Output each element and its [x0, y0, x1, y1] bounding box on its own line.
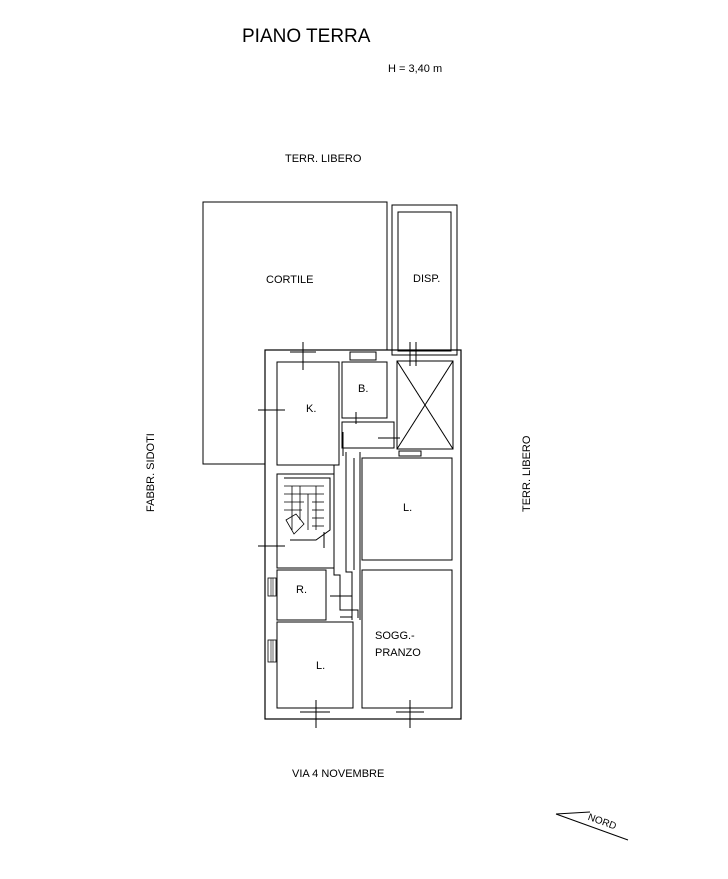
north-arrow-icon	[555, 811, 629, 841]
room-label-l-upper: L.	[403, 502, 413, 514]
courtyard-outline	[202, 201, 388, 465]
label-left-side: FABBR. SIDOTI	[145, 433, 157, 512]
room-label-disp: DISP.	[413, 273, 441, 285]
room-r	[267, 569, 327, 621]
label-right-side: TERR. LIBERO	[521, 435, 533, 512]
room-label-cortile: CORTILE	[266, 274, 314, 286]
room-label-soggiorno-2: PRANZO	[375, 647, 421, 659]
room-l-lower	[267, 621, 354, 728]
room-label-l-lower: L.	[316, 660, 326, 672]
light-shaft	[396, 360, 454, 457]
height-note: H = 3,40 m	[388, 63, 443, 75]
room-label-bath: B.	[358, 383, 369, 395]
staircase	[258, 473, 335, 569]
building-outer-wall	[264, 349, 462, 720]
room-soggiorno	[361, 569, 453, 728]
storage-room	[391, 204, 458, 366]
label-top-side: TERR. LIBERO	[285, 153, 362, 165]
room-label-r: R.	[296, 584, 307, 596]
room-l-upper	[361, 457, 453, 561]
kitchen-room	[258, 342, 340, 466]
plan-title: PIANO TERRA	[242, 26, 371, 47]
room-label-soggiorno-1: SOGG.-	[375, 630, 415, 642]
room-label-kitchen: K.	[306, 403, 317, 415]
corridor	[330, 421, 400, 620]
label-bottom-street: VIA 4 NOVEMBRE	[292, 768, 385, 780]
